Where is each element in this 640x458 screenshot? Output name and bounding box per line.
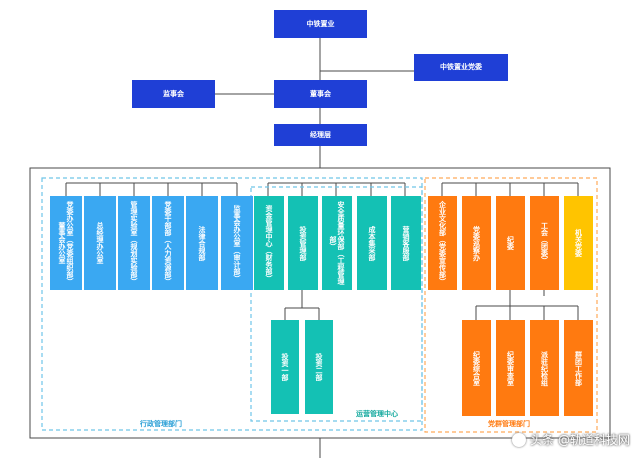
ops-dept-node: 安全质量环保部（工程管理部） <box>322 196 352 290</box>
admin-dept-node: 党委办公室（党委组织部）董事会办公室 <box>50 196 82 290</box>
ops-dept-node: 投资管理部 <box>288 196 318 290</box>
party-sub-node: 纪委综合室 <box>462 320 491 416</box>
party-sub-node: 派驻纪检组 <box>530 320 559 416</box>
party-sub-node: 群团工作部 <box>564 320 593 416</box>
party-dept-node: 工会（团委） <box>530 196 559 290</box>
ops-dept-node: 成本集采部 <box>357 196 387 290</box>
party-committee-node: 中铁置业党委 <box>414 54 508 81</box>
watermark-logo-icon <box>512 432 527 447</box>
party-dept-node: 党委巡察办 <box>462 196 491 290</box>
ops-dept-node: 资金管理中心（财务部） <box>254 196 284 290</box>
ops-dept-node: 营销客服部 <box>391 196 421 290</box>
party-sub-node: 纪委审查室 <box>496 320 525 416</box>
ops-sub-node: 投资二部 <box>305 320 333 414</box>
admin-dept-node: 总经理办公室 <box>84 196 116 290</box>
admin-dept-node: 党委干部部（人力资源部） <box>152 196 184 290</box>
management-node: 经理层 <box>274 124 367 146</box>
ops-sub-node: 投资一部 <box>271 320 299 414</box>
party-dept-node: 企业文化部（党委宣传部） <box>428 196 457 290</box>
party-group-label: 党群管理部门 <box>488 420 530 428</box>
watermark-text: 头条 @轨道科技网 <box>530 433 630 447</box>
party-dept-node: 纪委 <box>496 196 525 290</box>
admin-dept-node: 监事会办公室（审计部） <box>221 196 253 290</box>
admin-dept-node: 管理实验室（规划实验部） <box>118 196 150 290</box>
ops-group-label: 运营管理中心 <box>356 410 398 418</box>
jiguan-dangwei-node: 机关党委 <box>564 196 593 290</box>
admin-dept-node: 法律合规部 <box>186 196 218 290</box>
admin-group-label: 行政管理部门 <box>140 420 182 428</box>
supervisory-board-node: 监事会 <box>132 80 215 108</box>
watermark: 头条 @轨道科技网 <box>512 431 630 448</box>
zhongtie-node: 中铁置业 <box>274 10 367 38</box>
board-of-directors-node: 董事会 <box>274 80 367 108</box>
